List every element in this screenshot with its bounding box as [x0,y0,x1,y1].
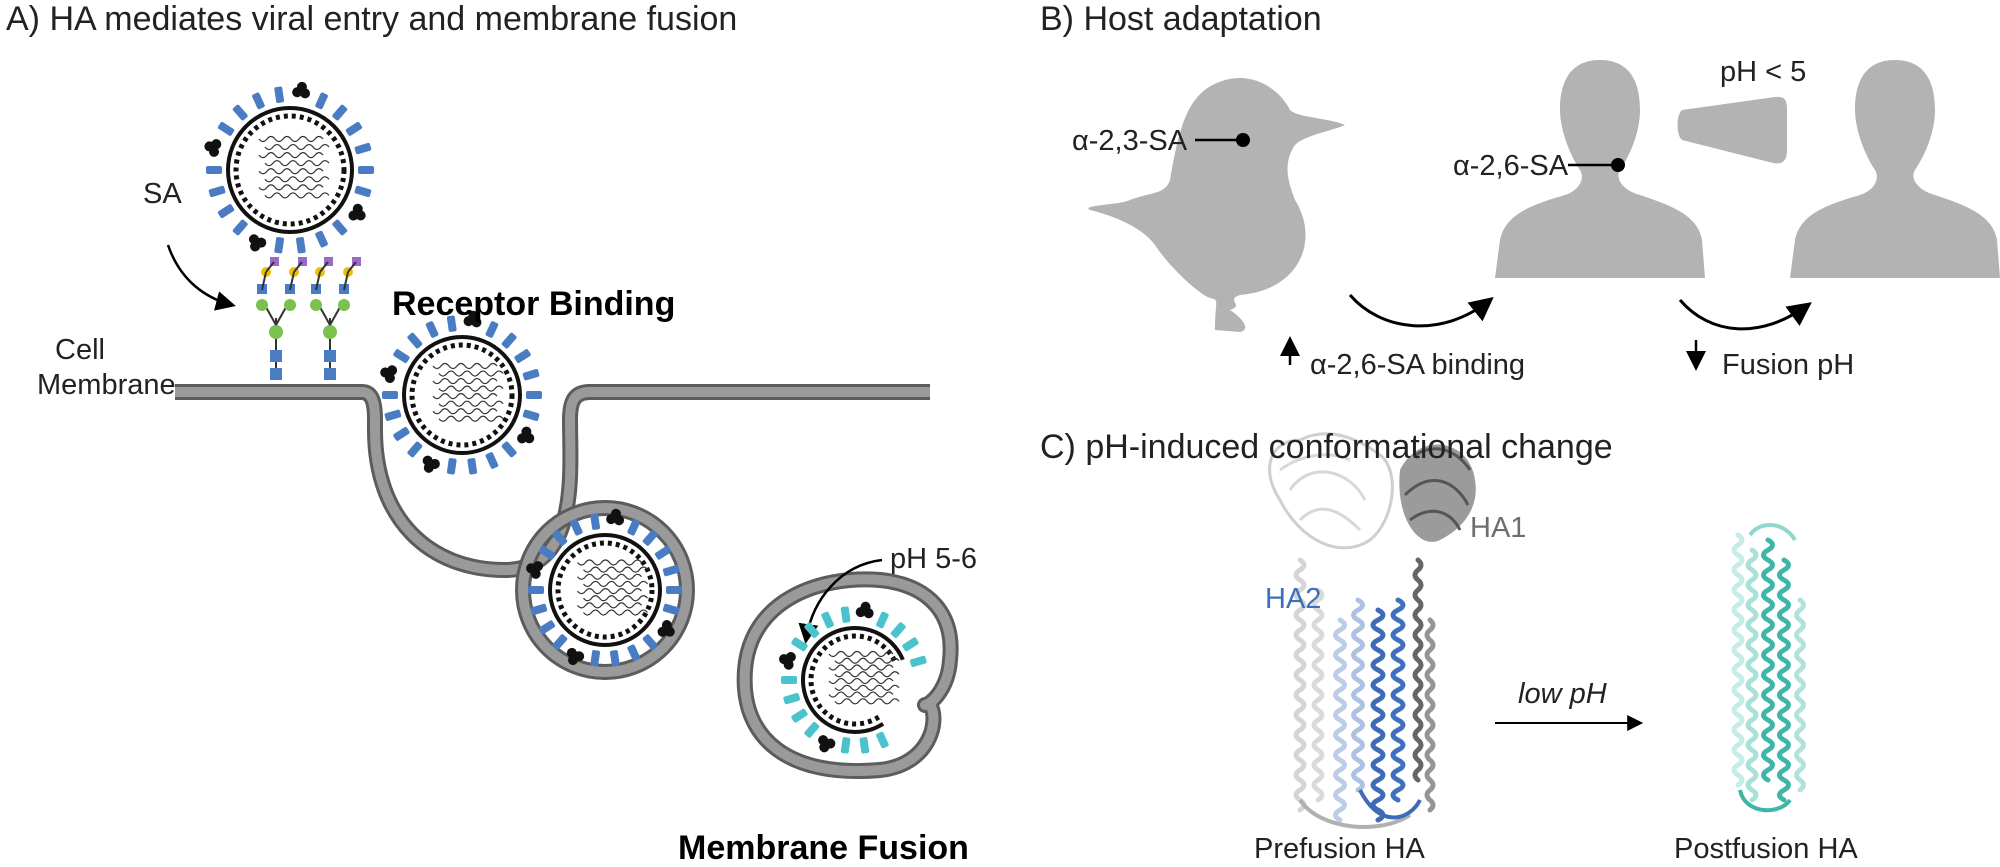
duck-receptor-dot [1236,133,1250,147]
ha1-label: HA1 [1470,512,1527,544]
low-ph-label: low pH [1518,678,1607,710]
virion-fusing [778,601,927,754]
human-receptor-dot [1611,158,1625,172]
cell-membrane [175,384,930,578]
human-receptor-label: α-2,6-SA [1453,150,1569,182]
cell-label: Cell [55,334,105,366]
sa-receptor-right [310,257,361,380]
virion-endosome [526,508,682,667]
panel-a-title: A) HA mediates viral entry and membrane … [6,0,738,38]
ph-condition-label: pH < 5 [1720,56,1807,88]
receptor-binding-label: Receptor Binding [392,285,676,323]
fusion-membrane [736,571,959,779]
duck-silhouette [1088,78,1345,332]
ha2-label: HA2 [1265,583,1322,615]
postfusion-label: Postfusion HA [1674,833,1858,865]
postfusion-ha-structure [1731,523,1806,813]
sa-receptors [256,257,361,380]
endosome [515,500,695,680]
human-silhouette-2 [1790,60,2000,278]
sa-receptor-left [256,257,307,380]
sa-arrow [166,244,236,311]
fusion-ph-label: Fusion pH [1722,349,1855,381]
host-arrow-1 [1348,294,1494,328]
duck-receptor-label: α-2,3-SA [1072,125,1188,157]
panel-c-title: C) pH-induced conformational change [1040,428,1613,466]
host-arrow-2 [1678,299,1812,331]
virion-binding [380,310,542,475]
ph-5-6-label: pH 5-6 [890,543,978,575]
binding-change-label: α-2,6-SA binding [1310,349,1526,381]
virion-free [204,81,374,254]
prefusion-label: Prefusion HA [1254,833,1425,865]
prefusion-ha-structure [1268,432,1476,829]
ph-cone [1677,96,1787,164]
human-silhouette-1 [1495,60,1705,278]
membrane-label: Membrane [37,369,176,401]
sa-label: SA [143,178,182,210]
panel-b-title: B) Host adaptation [1040,0,1322,38]
membrane-fusion-label: Membrane Fusion [678,829,969,867]
virions [204,81,927,754]
